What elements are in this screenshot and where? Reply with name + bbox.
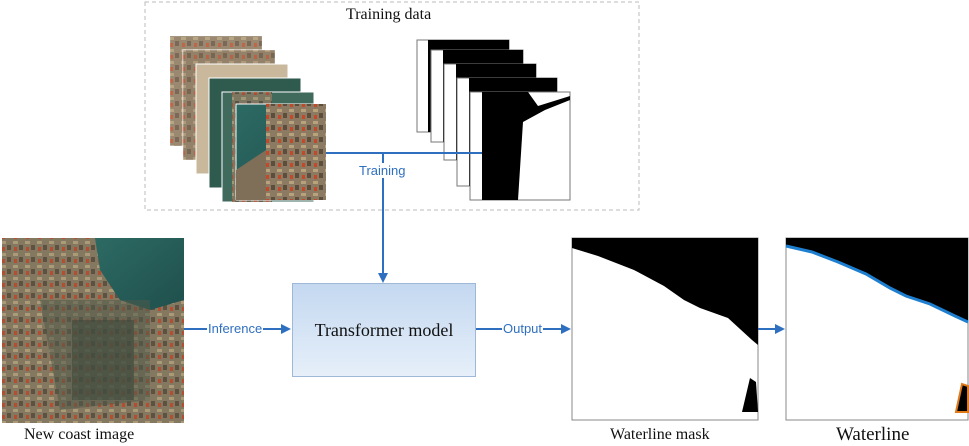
waterline-mask-image [571, 237, 759, 421]
new-coast-image [2, 238, 184, 423]
transformer-model-box: Transformer model [292, 283, 476, 377]
training-image-stack [169, 35, 327, 203]
training-mask-stack [416, 39, 571, 201]
waterline-mask-caption: Waterline mask [610, 426, 710, 443]
output-arrow-label: Output [502, 321, 544, 336]
inference-arrow-label: Inference [207, 321, 264, 336]
waterline-image [785, 237, 969, 421]
waterline-caption: Waterline [836, 424, 910, 445]
waterline-trace [785, 244, 969, 324]
training-data-title: Training data [346, 6, 432, 23]
training-arrow-label: Training [358, 163, 407, 178]
transformer-model-label: Transformer model [314, 319, 454, 340]
training-data-frame [144, 1, 640, 211]
new-coast-image-caption: New coast image [24, 426, 135, 443]
